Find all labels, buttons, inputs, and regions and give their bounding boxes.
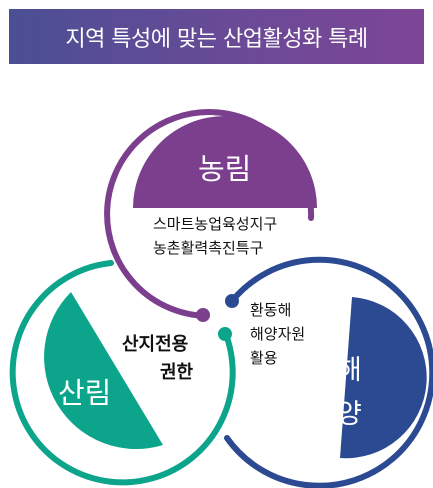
agriculture-desc-line2: 농촌활력촉진특구: [153, 239, 264, 257]
ocean-fill: [340, 297, 427, 459]
forestry-desc-line1: 산지전용: [122, 334, 189, 355]
forestry-desc-line2: 권한: [160, 362, 194, 383]
ocean-desc-line2: 해양자원: [250, 325, 306, 343]
ocean-desc-line1: 환동해: [250, 301, 292, 319]
forestry-name: 산림: [58, 376, 112, 410]
ocean-desc-line3: 활용: [250, 349, 278, 367]
ocean-name-line1: 해: [337, 355, 362, 386]
forestry-ring-end-dot: [218, 327, 232, 341]
agriculture-desc-line1: 스마트농업육성지구: [153, 215, 278, 233]
forestry-fill: [44, 292, 164, 450]
agriculture-ring-end-dot: [196, 308, 210, 322]
title-banner: 지역 특성에 맞는 산업활성화 특례: [9, 9, 424, 64]
ocean-ring-end-dot: [225, 294, 239, 308]
diagram-title: 지역 특성에 맞는 산업활성화 특례: [65, 26, 368, 52]
agriculture-name: 농림: [198, 152, 252, 186]
forestry-ring: [9, 260, 236, 486]
ocean-name-line2: 양: [337, 399, 362, 430]
agriculture-fill: [133, 116, 317, 208]
ocean-ring: [224, 256, 433, 488]
